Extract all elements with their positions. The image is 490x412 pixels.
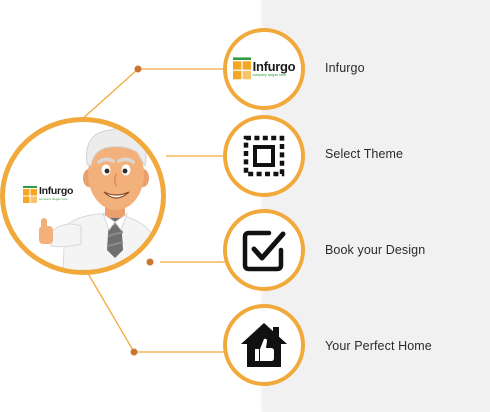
dashed-square-icon <box>243 135 285 177</box>
connector-dot-1 <box>134 65 142 73</box>
logo-name: Infurgo <box>252 59 296 74</box>
logo-mark-icon <box>23 186 37 203</box>
step-label-select-theme: Select Theme <box>325 147 404 161</box>
step-node-book-design[interactable] <box>223 209 305 291</box>
step-node-infurgo[interactable]: Infurgo company slogan here <box>223 28 305 110</box>
logo-tagline: company slogan here <box>252 73 287 77</box>
businessman-mascot <box>39 127 161 270</box>
hero-logo: Infurgo company slogan here <box>23 186 73 204</box>
infurgo-logo-icon: Infurgo company slogan here <box>232 57 296 81</box>
checkbox-icon <box>242 230 286 272</box>
hero-logo-name: Infurgo <box>39 185 74 197</box>
step-label-infurgo: Infurgo <box>325 61 365 75</box>
step-label-book-design: Book your Design <box>325 243 426 257</box>
connector-line-1 <box>79 68 226 122</box>
house-thumbs-up-icon <box>241 323 287 367</box>
hero-mascot-circle: Infurgo company slogan here <box>0 117 166 275</box>
step-node-perfect-home[interactable] <box>223 304 305 386</box>
step-node-select-theme[interactable] <box>223 115 305 197</box>
logo-mark-icon <box>232 57 251 80</box>
connector-dot-3 <box>130 348 138 356</box>
connector-line-4 <box>85 269 226 353</box>
hero-logo-tagline: company slogan here <box>39 196 68 201</box>
step-label-perfect-home: Your Perfect Home <box>325 339 432 353</box>
